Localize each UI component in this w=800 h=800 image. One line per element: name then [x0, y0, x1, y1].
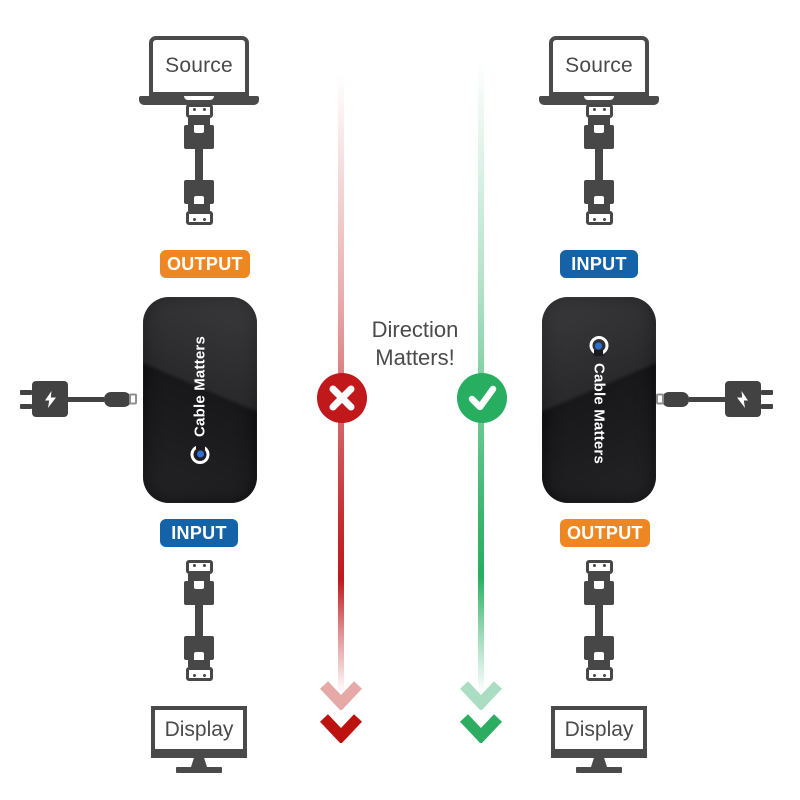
dp-connector-face	[185, 667, 213, 681]
displayport-cable-icon	[184, 104, 214, 225]
dp-connector-face	[585, 560, 613, 574]
dp-connector-neck	[588, 204, 610, 211]
dp-connector-neck	[188, 118, 210, 125]
laptop-base	[539, 96, 659, 105]
direction-matters-heading: Direction Matters!	[350, 316, 480, 372]
display-label: Display	[151, 706, 247, 758]
dp-connector-face	[585, 667, 613, 681]
lightning-bolt-icon	[737, 390, 749, 408]
displayport-cable-icon	[584, 104, 614, 225]
correct-direction-arrowhead	[460, 714, 502, 743]
correct-direction-check-icon	[457, 373, 507, 423]
usb-c-plug	[656, 391, 689, 407]
source-label: Source	[149, 36, 249, 96]
power-plug-prongs	[20, 389, 32, 409]
heading-line-1: Direction	[371, 317, 459, 342]
cable-matters-logo: Cable Matters	[589, 336, 609, 464]
heading-line-2: Matters!	[375, 345, 455, 370]
dp-connector-body	[584, 636, 614, 660]
dp-connector-body	[184, 636, 214, 660]
cable-matters-logo-mark	[589, 336, 609, 356]
monitor-stand-neck	[191, 758, 207, 767]
wrong-direction-arrowhead	[320, 714, 362, 743]
lightning-bolt-icon	[44, 390, 56, 408]
dp-connector-body	[584, 180, 614, 204]
usb-c-plug	[104, 391, 137, 407]
dp-connector-face	[585, 211, 613, 225]
dp-cable-cord	[195, 605, 203, 636]
dp-connector-neck	[588, 118, 610, 125]
output-badge: OUTPUT	[160, 250, 250, 278]
dp-connector-face	[185, 560, 213, 574]
power-plug-prongs	[761, 389, 773, 409]
cable-matters-logo-text: Cable Matters	[590, 363, 608, 464]
dp-connector-body	[184, 581, 214, 605]
usb-c-power-adapter-icon	[656, 381, 773, 417]
monitor-stand-neck	[591, 758, 607, 767]
output-badge: OUTPUT	[560, 519, 650, 547]
cable-matters-logo: Cable Matters	[190, 336, 210, 464]
usb-c-power-adapter-icon	[20, 381, 137, 417]
laptop-base	[139, 96, 259, 105]
dp-connector-face	[585, 104, 613, 118]
dp-connector-neck	[588, 660, 610, 667]
cable-matters-logo-mark	[190, 444, 210, 464]
input-badge: INPUT	[560, 250, 638, 278]
display-label: Display	[551, 706, 647, 758]
display-monitor-icon: Display	[551, 706, 647, 773]
usb-c-plug-tip	[656, 393, 664, 405]
dp-connector-neck	[188, 204, 210, 211]
dp-connector-neck	[188, 574, 210, 581]
wrong-direction-arrowhead-faded	[320, 681, 362, 710]
dp-connector-neck	[588, 574, 610, 581]
dp-connector-body	[584, 581, 614, 605]
power-adapter-body	[725, 381, 761, 417]
usb-c-plug-tip	[129, 393, 137, 405]
dp-cable-cord	[595, 605, 603, 636]
cable-matters-repeater-device: Cable Matters	[542, 297, 656, 503]
power-cord	[689, 396, 725, 402]
dp-cable-cord	[595, 149, 603, 180]
dp-connector-body	[184, 125, 214, 149]
check-icon	[468, 385, 497, 411]
source-laptop-icon: Source	[539, 36, 659, 105]
displayport-cable-icon	[184, 560, 214, 681]
wrong-direction-x-icon	[317, 373, 367, 423]
dp-connector-body	[184, 180, 214, 204]
correct-direction-arrowhead-faded	[460, 681, 502, 710]
monitor-stand-base	[176, 767, 222, 773]
dp-connector-face	[185, 211, 213, 225]
x-icon	[329, 385, 355, 411]
cable-matters-logo-text: Cable Matters	[191, 336, 209, 437]
input-badge: INPUT	[160, 519, 238, 547]
source-laptop-icon: Source	[139, 36, 259, 105]
dp-connector-neck	[188, 660, 210, 667]
source-label: Source	[549, 36, 649, 96]
display-monitor-icon: Display	[151, 706, 247, 773]
dp-connector-body	[584, 125, 614, 149]
monitor-stand-base	[576, 767, 622, 773]
power-cord	[68, 396, 104, 402]
dp-connector-face	[185, 104, 213, 118]
power-adapter-body	[32, 381, 68, 417]
dp-cable-cord	[195, 149, 203, 180]
cable-matters-repeater-device: Cable Matters	[143, 297, 257, 503]
displayport-cable-icon	[584, 560, 614, 681]
